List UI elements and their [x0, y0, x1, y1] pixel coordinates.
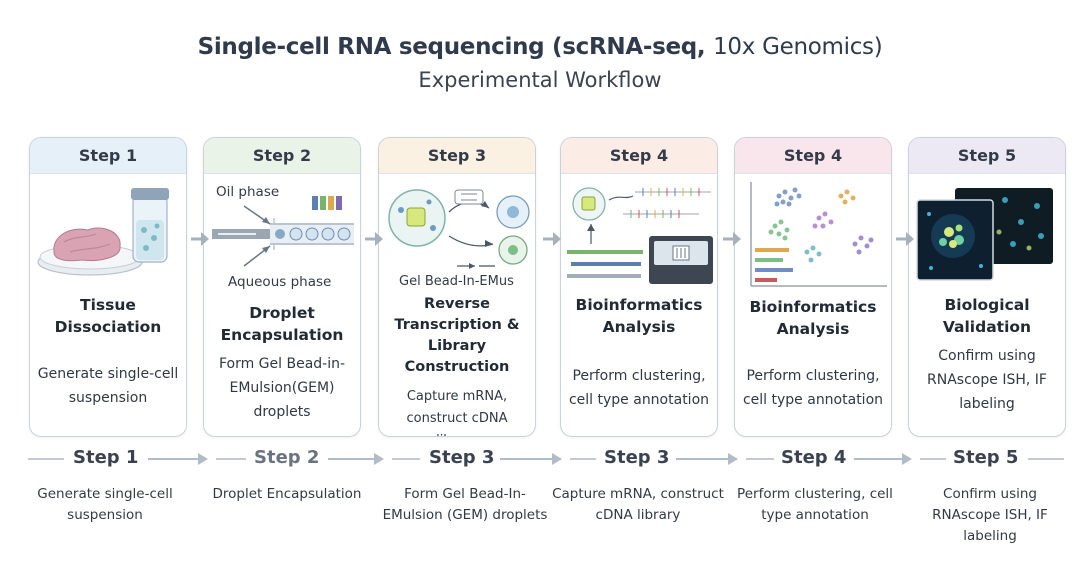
card-description: Form Gel Bead-in-EMulsion(GEM) droplets — [218, 356, 346, 420]
flow-step-label: Step 4 — [781, 447, 847, 468]
card-description: Capture mRNA, construct cDNA library — [406, 389, 508, 436]
card-title: Bioinformatics Analysis — [749, 298, 877, 338]
arrow-right-icon — [543, 232, 561, 246]
card-biological-validation: Step 5 Biological Validation Confirm usi… — [908, 137, 1066, 437]
microfluidic-chip-icon — [212, 196, 354, 267]
flow-step-description: Generate single-cell suspension — [37, 486, 173, 523]
card-title: Droplet Encapsulation — [220, 304, 344, 344]
oil-phase-label: Oil phase — [216, 184, 280, 200]
gem-bead-icon — [388, 189, 530, 269]
card-step-label: Step 5 — [909, 138, 1065, 174]
flow-step-label: Step 1 — [73, 447, 139, 468]
card-description: Confirm using RNAscope ISH, IF labeling — [927, 348, 1047, 412]
arrow-right-icon — [896, 232, 914, 246]
flow-step-label: Step 3 — [429, 447, 495, 468]
card-step-label: Step 3 — [379, 138, 535, 174]
card-title: Reverse Transcription & Library Construc… — [394, 296, 520, 375]
microscopy-image-icon — [916, 188, 1053, 281]
flow-step-label: Step 3 — [604, 447, 670, 468]
diagram-title: Single-cell RNA sequencing (scRNA-seq, 1… — [197, 34, 883, 60]
sequencer-icon — [567, 187, 713, 284]
gem-label: Gel Bead-In-EMus — [399, 274, 514, 289]
card-bioinformatics-analysis-a: Step 4 Bioinfor — [560, 137, 718, 437]
flow-step-description: Form Gel Bead-In-EMulsion (GEM) droplets — [382, 486, 548, 523]
workflow-timeline — [28, 453, 1064, 465]
arrow-right-icon — [191, 232, 209, 246]
flow-step-label: Step 5 — [953, 447, 1019, 468]
card-step-label: Step 1 — [30, 138, 186, 174]
card-description: Generate single-cell suspension — [37, 366, 179, 406]
flow-step-description: Capture mRNA, construct cDNA library — [552, 486, 724, 523]
card-reverse-transcription: Step 3 Gel Bead-In-EMus Reverse Transcri… — [378, 137, 536, 437]
card-droplet-encapsulation: Step 2 Oil phase Aqueous phase Droplet E… — [203, 137, 361, 437]
diagram-subtitle: Experimental Workflow — [418, 68, 662, 92]
aqueous-phase-label: Aqueous phase — [228, 274, 332, 290]
card-step-label: Step 4 — [735, 138, 891, 174]
flow-step-description: Confirm using RNAscope ISH, IF labeling — [932, 486, 1048, 544]
card-description: Perform clustering, cell type annotation — [568, 368, 710, 408]
flow-step-description: Droplet Encapsulation — [212, 486, 362, 502]
card-title: Biological Validation — [942, 296, 1032, 336]
card-description: Perform clustering, cell type annotation — [742, 368, 884, 408]
arrow-right-icon — [723, 232, 741, 246]
flow-step-description: Perform clustering, cell type annotation — [737, 486, 893, 523]
diagram-title-light: 10x Genomics) — [713, 34, 883, 60]
card-title: Bioinformatics Analysis — [575, 296, 703, 336]
tissue-dish-icon — [37, 188, 169, 276]
card-bioinformatics-analysis-b: Step 4 — [734, 137, 892, 437]
card-tissue-dissociation: Step 1 Tissue Dissociation Generate sing… — [29, 137, 187, 437]
card-step-label: Step 2 — [204, 138, 360, 174]
card-step-label: Step 4 — [561, 138, 717, 174]
card-title: Tissue Dissociation — [54, 296, 162, 336]
arrow-right-icon — [365, 232, 383, 246]
umap-cluster-plot-icon — [750, 182, 887, 287]
flow-step-label: Step 2 — [254, 447, 320, 468]
